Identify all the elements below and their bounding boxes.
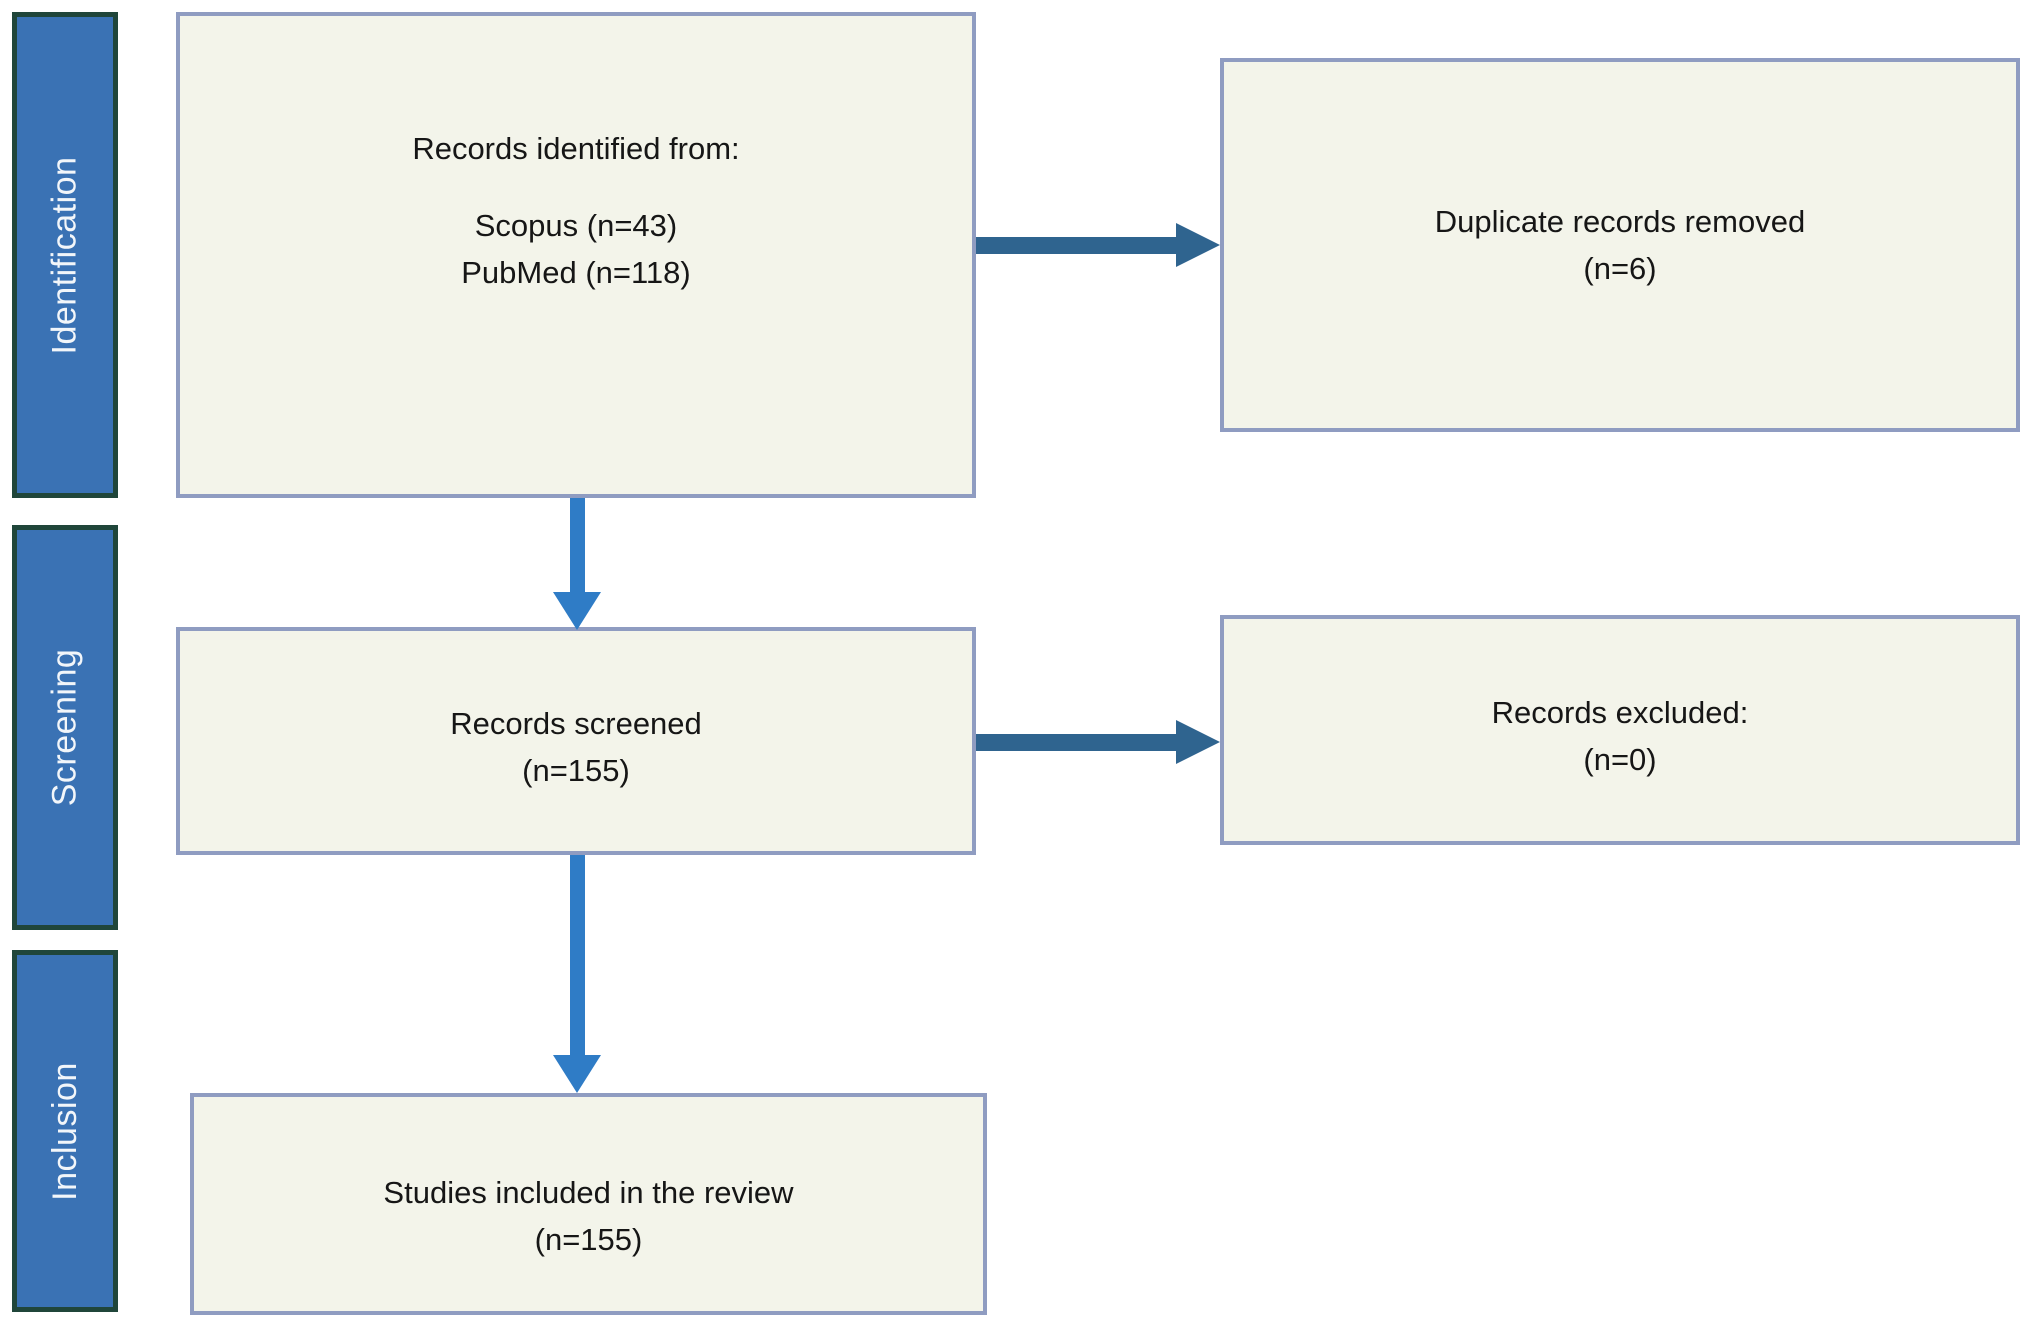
studies-included-text: Studies included in the review xyxy=(383,1175,794,1210)
arrow-screened-to-excluded xyxy=(976,720,1220,764)
records-excluded-count: (n=0) xyxy=(1583,742,1657,777)
arrow-head-right-icon xyxy=(1176,720,1220,764)
records-screened-text: Records screened xyxy=(450,706,702,741)
box-records-screened: Records screened (n=155) xyxy=(176,627,976,855)
records-excluded-text: Records excluded: xyxy=(1491,695,1749,730)
arrow-head-down-icon xyxy=(553,1055,601,1093)
records-screened-count: (n=155) xyxy=(522,753,630,788)
records-identified-pubmed: PubMed (n=118) xyxy=(461,254,691,290)
arrow-shaft xyxy=(976,733,1176,751)
arrow-screened-to-included xyxy=(553,855,601,1093)
arrow-identified-to-duplicates xyxy=(976,223,1220,267)
box-records-identified: Records identified from: Scopus (n=43) P… xyxy=(176,12,976,498)
arrow-shaft xyxy=(569,855,585,1055)
duplicates-removed-count: (n=6) xyxy=(1583,251,1657,286)
stage-inclusion: Inclusion xyxy=(12,950,118,1312)
records-identified-scopus: Scopus (n=43) xyxy=(474,207,678,243)
box-records-excluded: Records excluded: (n=0) xyxy=(1220,615,2020,845)
stage-identification-label: Identification xyxy=(45,156,84,354)
box-studies-included: Studies included in the review (n=155) xyxy=(190,1093,987,1315)
stage-inclusion-label: Inclusion xyxy=(45,1061,84,1201)
stage-screening-label: Screening xyxy=(45,648,84,807)
arrow-shaft xyxy=(569,498,585,592)
arrow-identified-to-screened xyxy=(553,498,601,630)
duplicates-removed-text: Duplicate records removed xyxy=(1434,204,1806,239)
stage-screening: Screening xyxy=(12,525,118,930)
arrow-head-right-icon xyxy=(1176,223,1220,267)
stage-identification: Identification xyxy=(12,12,118,498)
box-duplicates-removed: Duplicate records removed (n=6) xyxy=(1220,58,2020,432)
arrow-head-down-icon xyxy=(553,592,601,630)
studies-included-count: (n=155) xyxy=(534,1222,643,1257)
arrow-shaft xyxy=(976,236,1176,254)
records-identified-title: Records identified from: xyxy=(412,130,740,166)
